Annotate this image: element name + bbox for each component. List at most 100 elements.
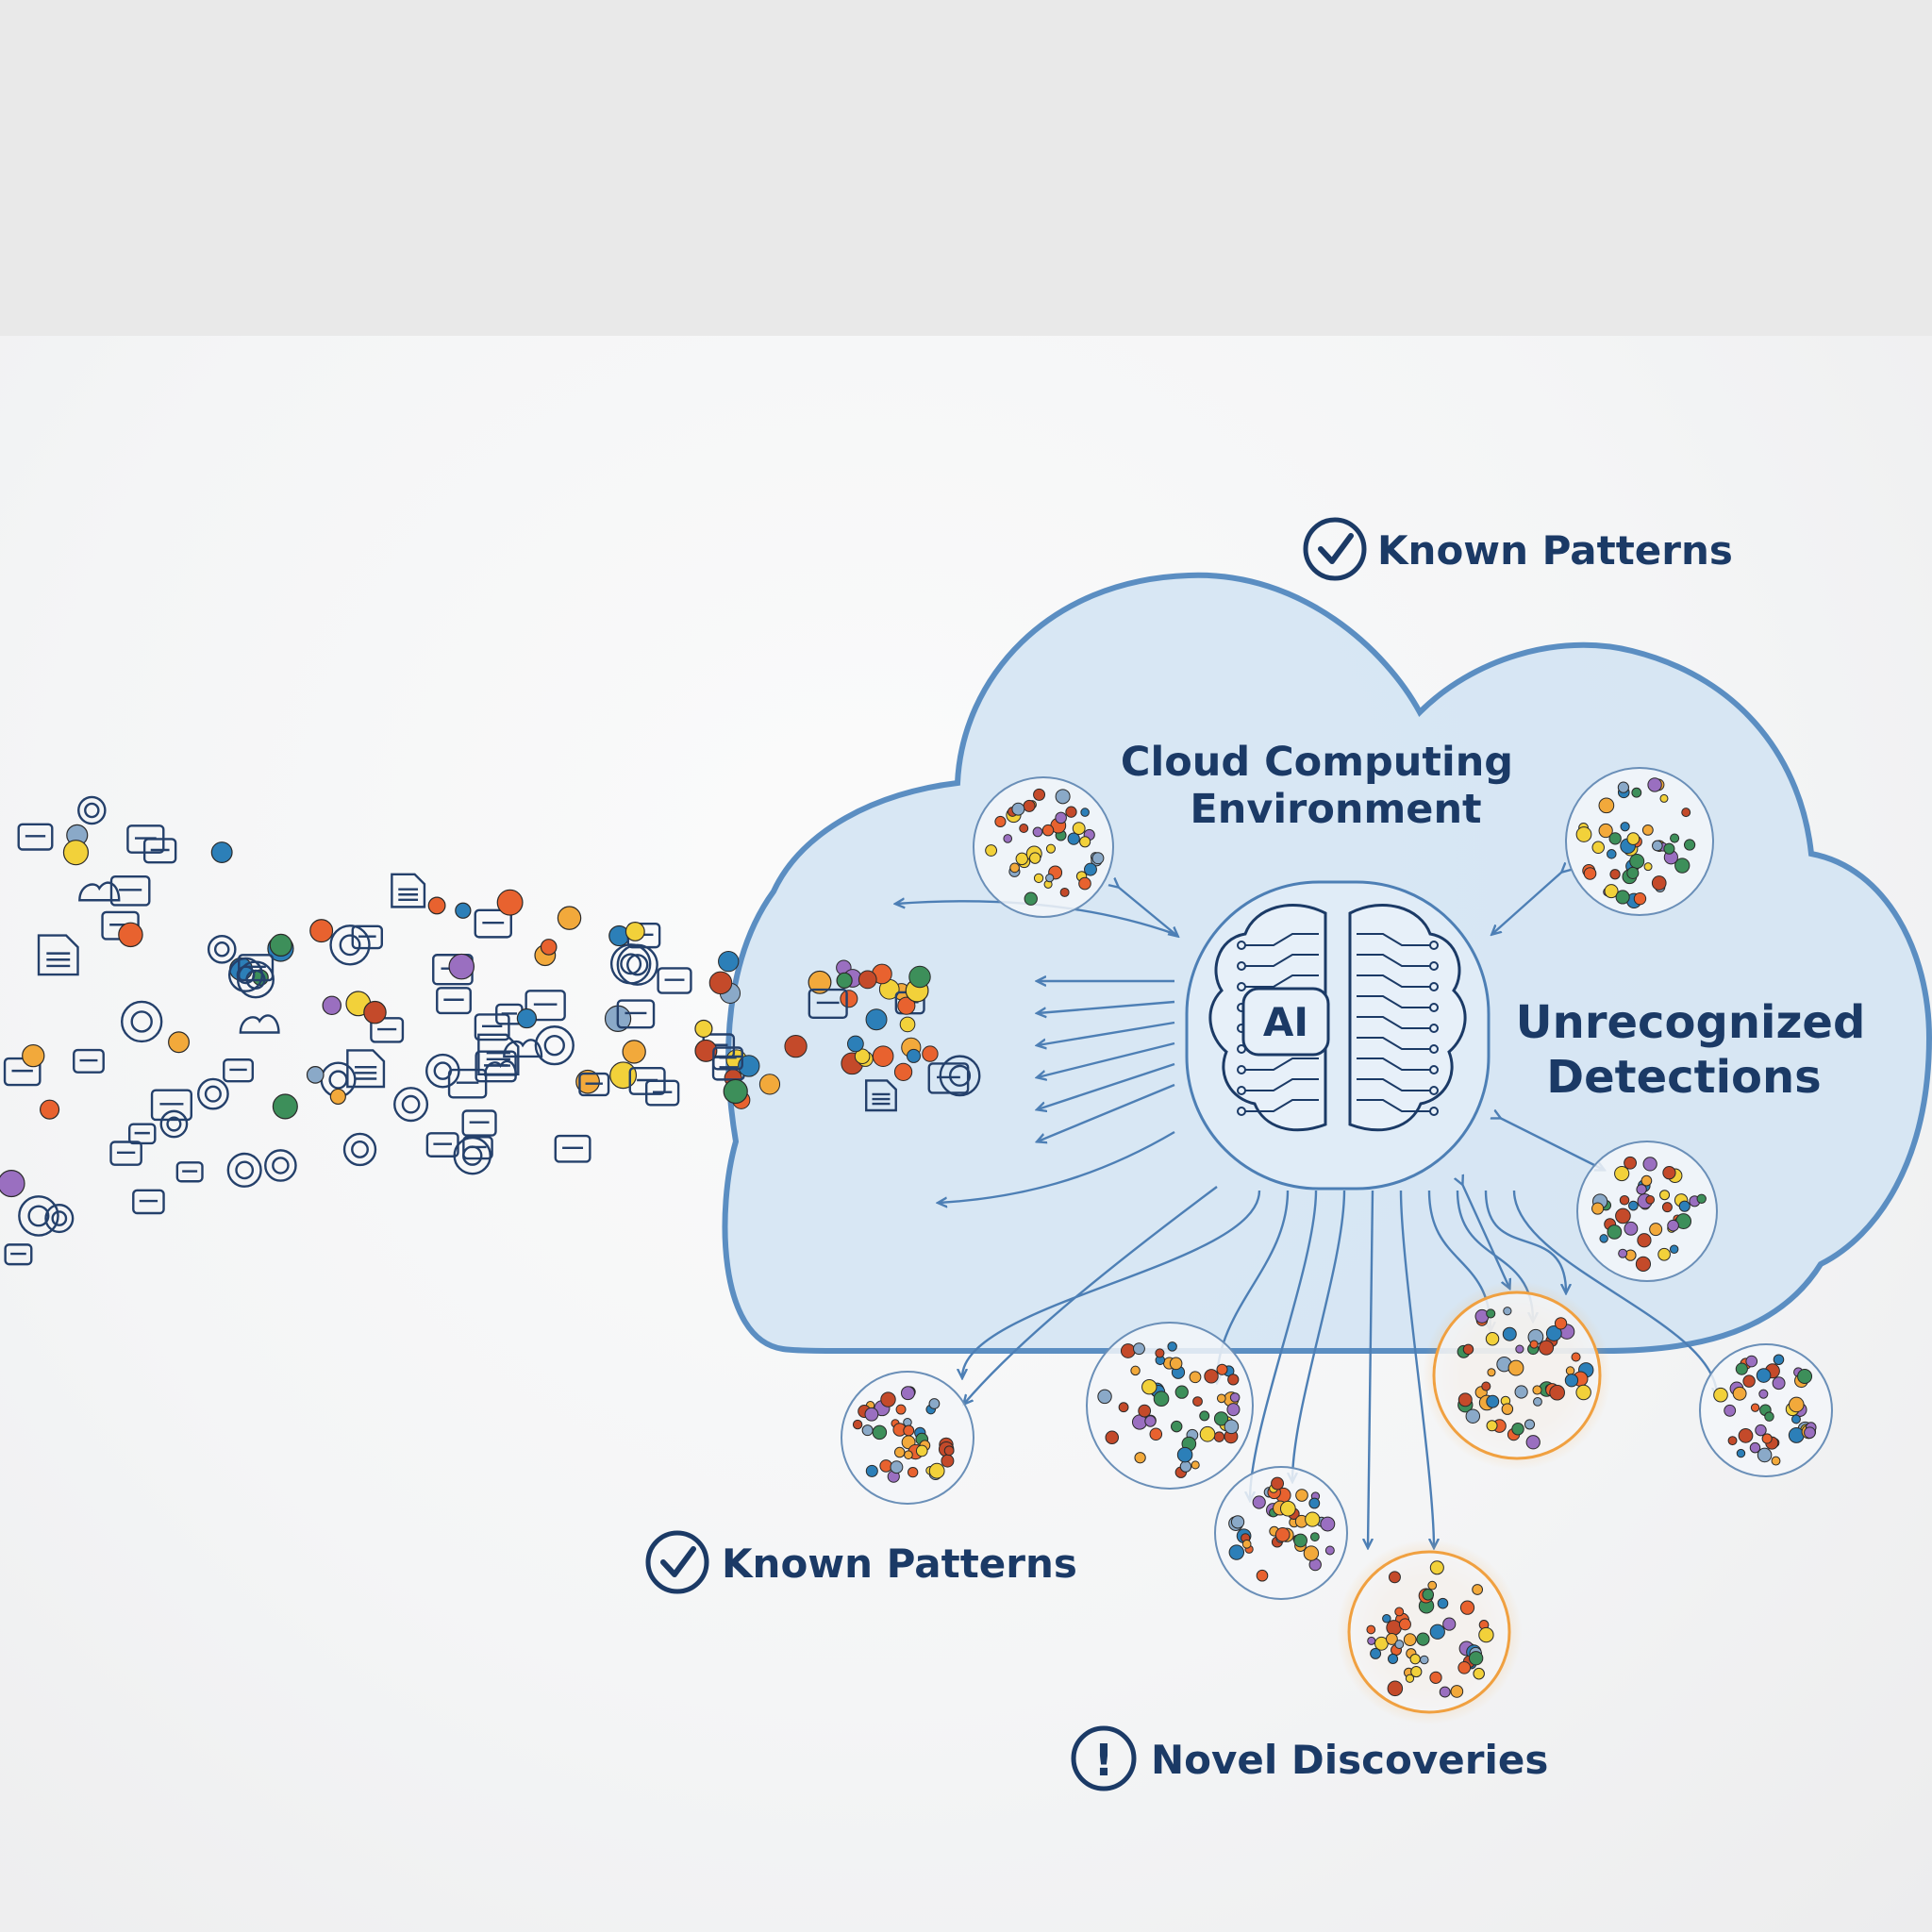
cluster-dot (1191, 1460, 1200, 1470)
icon-core (51, 1210, 68, 1226)
cluster-dot (1472, 1584, 1484, 1595)
chart-icon (808, 988, 848, 1020)
data-dot (625, 922, 645, 941)
flow-arrow (1038, 1041, 1175, 1077)
data-dot (836, 972, 853, 990)
cluster-dot (1176, 1446, 1193, 1463)
icon-ring (44, 1204, 75, 1234)
novel-discoveries: Novel Discoveries (1151, 1737, 1548, 1783)
cloud-outline (239, 1014, 280, 1034)
icon-ring (616, 943, 658, 986)
cluster-dot (1604, 884, 1619, 899)
cluster-dot (1649, 1223, 1663, 1237)
cluster-dot (1388, 1571, 1401, 1584)
icon-frame (447, 1068, 488, 1099)
cluster-dot (1626, 832, 1641, 845)
top-band (0, 0, 1932, 336)
circuit-trace (1243, 1058, 1319, 1071)
circuit-node (1429, 1107, 1439, 1116)
cluster-dot (1599, 1234, 1608, 1243)
cluster-dot (1065, 806, 1077, 818)
cluster-dot (903, 1424, 915, 1437)
cluster-dot (1468, 1651, 1484, 1666)
icon-core (462, 1145, 483, 1166)
icon-frame (109, 875, 151, 907)
cluster-dot (1533, 1396, 1542, 1407)
cluster-dot (1097, 1389, 1112, 1405)
cluster-dot (1624, 1156, 1637, 1170)
cluster-dot (1230, 1515, 1245, 1529)
data-stream (0, 795, 981, 1266)
cluster-dot (1473, 1667, 1485, 1680)
cluster-dot (1575, 1384, 1591, 1401)
icon-frame (17, 823, 54, 851)
cluster-dot (1394, 1607, 1405, 1617)
flow-arrow (1250, 1190, 1318, 1500)
folder-icon (73, 1048, 105, 1074)
icon-frame (578, 1072, 610, 1097)
cloud-title-line2: Environment (1190, 786, 1481, 833)
icon-frame (475, 1050, 517, 1083)
icon-frame (351, 924, 383, 950)
cluster-dot (1199, 1410, 1210, 1422)
ai-brain: AI (1185, 880, 1491, 1191)
cluster-dot (1059, 887, 1070, 897)
circuit-node (1237, 1086, 1246, 1095)
cluster-dot (1735, 1362, 1748, 1375)
briefcase-icon (554, 1134, 591, 1163)
cluster-dot (1003, 834, 1013, 843)
data-dot (269, 933, 292, 958)
cluster-dot (1422, 1589, 1435, 1601)
flow-arrow (1512, 1190, 1717, 1396)
cluster-dot (1045, 843, 1057, 854)
cluster-dot (1189, 1371, 1202, 1384)
cloud-icon (239, 1014, 280, 1034)
cluster-dot (1514, 1385, 1528, 1399)
cluster-dot (1755, 1424, 1767, 1437)
cluster-dot (1084, 862, 1097, 876)
icon-frame (4, 1243, 33, 1266)
network-icon (578, 1072, 610, 1097)
cluster-dot (1174, 1385, 1189, 1399)
location-icon (17, 823, 54, 851)
cluster-dot (1024, 891, 1038, 906)
cluster-dot (1439, 1686, 1451, 1698)
document-icon (391, 873, 426, 908)
cluster-dot (1320, 1516, 1336, 1532)
cluster-dot (1742, 1374, 1756, 1388)
search-icon (77, 795, 107, 825)
icon-frame (462, 1136, 493, 1160)
cluster-dot (880, 1391, 896, 1407)
cluster-dot (1256, 1569, 1269, 1582)
cluster-dot (1515, 1344, 1524, 1354)
icon-ring (264, 1149, 297, 1182)
data-dot (557, 906, 582, 930)
cluster-dot (1659, 793, 1669, 803)
circuit-node (1237, 941, 1246, 950)
network-icon (475, 1050, 517, 1083)
cluster-dot (915, 1444, 928, 1457)
cluster-dot (908, 1466, 919, 1478)
gear-icon (196, 1077, 229, 1110)
icon-ring (329, 924, 371, 966)
data-dot (272, 1093, 298, 1120)
cluster-circle (1086, 1322, 1254, 1490)
data-dot (854, 1048, 871, 1065)
cluster-dot (1745, 1355, 1758, 1368)
cluster-dot (1583, 867, 1597, 880)
user-icon (150, 1089, 192, 1122)
ai-badge (1241, 987, 1330, 1057)
cluster-dot (1295, 1489, 1308, 1502)
cluster-dot (1405, 1674, 1415, 1683)
data-dot (496, 889, 524, 916)
cluster-dot (1503, 1307, 1512, 1316)
cluster-dot (1633, 891, 1647, 906)
cluster-dot (1382, 1614, 1391, 1624)
cluster-dot (1274, 1527, 1291, 1542)
icon-frame (109, 1141, 142, 1166)
cluster-dot (1437, 1597, 1449, 1609)
gear-icon (18, 1195, 59, 1237)
data-dot (758, 1074, 781, 1095)
icon-frame (132, 1189, 165, 1215)
